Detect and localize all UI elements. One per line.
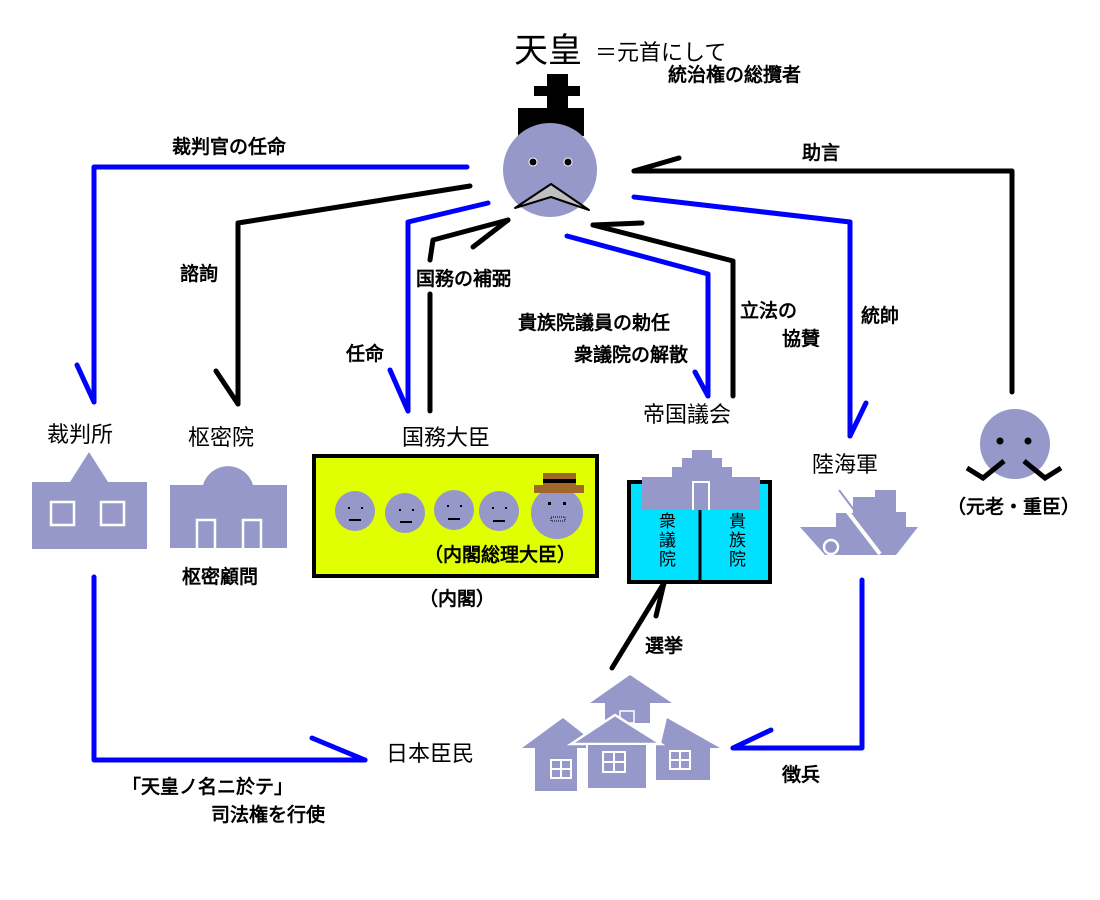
edge-conscription-arrowhead [730, 727, 774, 751]
minister-face-icon [335, 491, 375, 531]
edge-label-election: 選挙 [645, 635, 684, 657]
node-label-military: 陸海軍 [812, 453, 879, 478]
edge-command-arrowhead [847, 400, 869, 439]
node-label-ministers: 国務大臣 [402, 426, 491, 451]
edge-appoint-judges-line [91, 164, 470, 405]
edge-appoint-ministers-line [405, 200, 491, 414]
edge-label-consent-line2: 協賛 [782, 328, 821, 350]
edge-consult-line [235, 183, 473, 407]
edge-label-advice: 助言 [802, 142, 841, 164]
node-label-diet: 帝国議会 [643, 403, 732, 428]
diet-upper-house-label: 貴族院 [725, 512, 745, 569]
edge-election-arrowhead [653, 580, 667, 619]
node-label-genro: （元老・重臣） [947, 496, 1081, 518]
edge-advice-line [631, 168, 1015, 395]
edge-judiciary-line [91, 574, 368, 763]
houses-icon [522, 675, 720, 791]
node-label-subjects: 日本臣民 [386, 742, 475, 767]
edge-election-line [609, 580, 667, 671]
emperor-head [503, 123, 597, 217]
emperor-title: 天皇 [514, 31, 582, 71]
minister-face-icon [479, 491, 519, 531]
emperor-description-line2: 統治権の総攬者 [668, 64, 802, 86]
edge-label-diet-powers-line2: 衆議院の解散 [574, 344, 689, 366]
emperor-figure [503, 74, 597, 217]
minister-face-icon [385, 493, 425, 533]
emperor-mustache-icon [514, 183, 590, 211]
node-label-prime-minister: （内閣総理大臣） [424, 544, 577, 566]
node-sublabel-privy-council: 枢密顧問 [182, 566, 259, 588]
edge-label-appoint-judges: 裁判官の任命 [172, 136, 287, 158]
edge-label-assist: 国務の補弼 [416, 268, 512, 290]
edge-consent-line [590, 222, 736, 399]
prime-minister-face-icon [531, 473, 584, 539]
edge-label-command: 統帥 [861, 305, 900, 327]
edge-label-diet-powers-line1: 貴族院議員の勅任 [518, 312, 671, 334]
edge-label-judiciary-line2: 司法権を行使 [211, 804, 326, 826]
diet-building-icon [627, 450, 772, 584]
edge-conscription-line [730, 577, 865, 751]
edge-diet-powers-arrowhead [692, 369, 711, 399]
edge-judiciary-arrowhead [309, 735, 368, 763]
emperor-eye-right [563, 157, 573, 167]
emperor-eye-left [528, 157, 538, 167]
edge-command-line [631, 194, 853, 439]
court-building-icon [32, 452, 147, 549]
genro-figure-icon [965, 409, 1063, 482]
node-label-cabinet: （内閣） [419, 588, 496, 610]
edge-appoint-judges-arrowhead [74, 362, 97, 405]
minister-face-icon [434, 490, 474, 530]
crown-bar [534, 86, 580, 96]
edge-diet-powers-line [564, 233, 711, 399]
edge-label-consult: 諮詢 [180, 263, 219, 285]
edge-consent-arrowhead [590, 220, 645, 228]
edge-appoint-ministers-arrowhead [387, 367, 411, 414]
emperor-description-line1: ＝元首にして [595, 41, 727, 66]
privy-council-building-icon [170, 466, 287, 548]
node-label-privy-council: 枢密院 [188, 426, 255, 451]
node-label-court: 裁判所 [47, 423, 114, 448]
crown-middle [547, 96, 568, 108]
diet-lower-house-label: 衆議院 [655, 512, 675, 569]
cabinet-box [312, 454, 599, 578]
edge-label-judiciary-line1: 「天皇ノ名ニ於テ」 [122, 776, 294, 798]
edge-label-appoint-ministers: 任命 [346, 343, 385, 365]
edge-consult-arrowhead [213, 368, 241, 407]
edge-assist-arrowhead [470, 217, 511, 250]
edge-advice-arrowhead [631, 155, 682, 174]
edge-label-consent-line1: 立法の [740, 300, 798, 322]
military-ship-icon [800, 489, 918, 556]
edge-label-conscription: 徴兵 [782, 764, 821, 786]
edge-assist-line-upper [427, 217, 511, 263]
